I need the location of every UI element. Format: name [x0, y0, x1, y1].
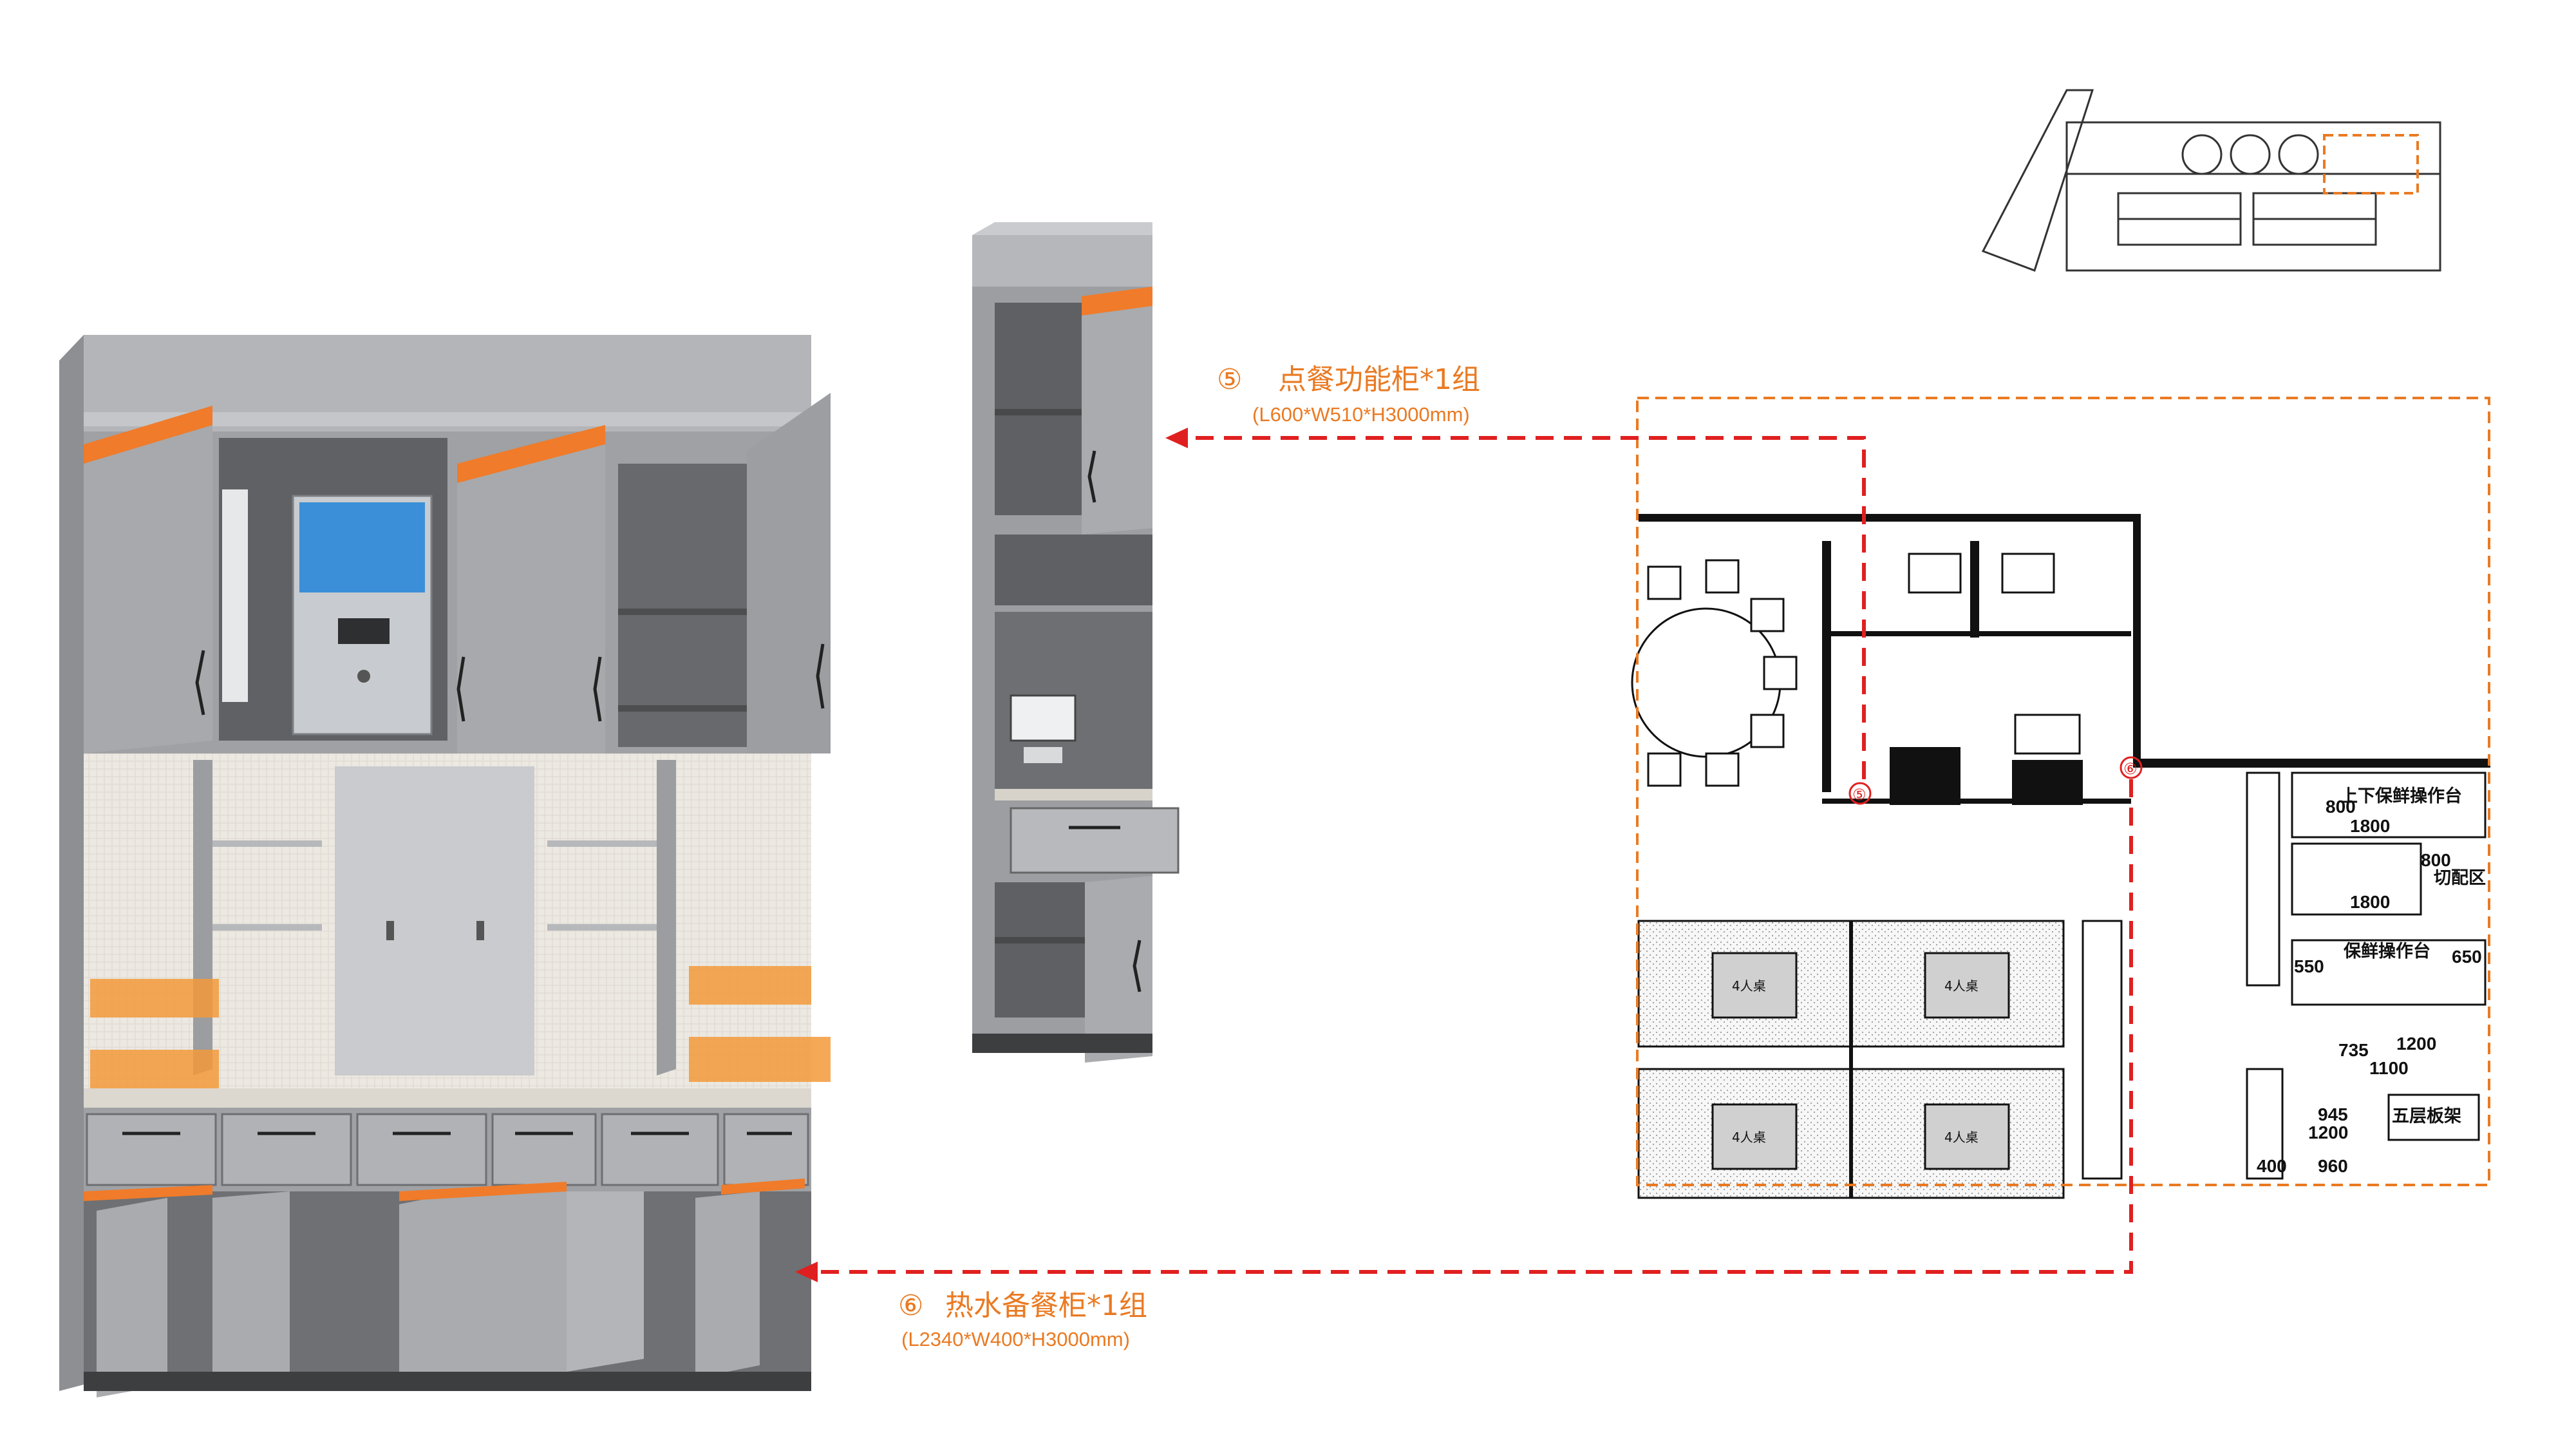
- callout-spec-ordering: (L600*W510*H3000mm): [1252, 403, 1470, 426]
- table-label-3: 4人桌: [1732, 1130, 1766, 1145]
- dim-800b: 800: [2421, 850, 2451, 870]
- dim-945: 945: [2318, 1104, 2348, 1124]
- plan-marker-5: ⑤: [1852, 786, 1866, 804]
- dim-1200b: 1200: [2396, 1034, 2436, 1054]
- mini-plan-highlight: [2323, 134, 2419, 194]
- arrow-head-ordering: [1165, 428, 1188, 448]
- overall-mini-plan: [1981, 89, 2441, 272]
- callout-number-5: ⑤: [1217, 363, 1242, 396]
- callout-number-6: ⑥: [898, 1289, 923, 1322]
- round-table: [1631, 559, 1798, 787]
- dim-1800a: 1800: [2350, 816, 2390, 836]
- detail-plan-frame: [1636, 397, 2490, 1186]
- water-boiler: [292, 495, 433, 735]
- dim-800a: 800: [2326, 797, 2356, 817]
- dim-735: 735: [2338, 1040, 2369, 1060]
- pos-terminal: [1010, 694, 1076, 763]
- prep-table: 保鲜操作台: [2343, 941, 2430, 961]
- ordering-cabinet-render: [972, 222, 1180, 1063]
- dim-1100: 1100: [2369, 1058, 2409, 1078]
- cutting-area: 切配区: [2434, 868, 2486, 888]
- dim-1200a: 1200: [2308, 1122, 2348, 1142]
- orange-trays: [90, 966, 831, 1095]
- upper-door-3: [747, 393, 831, 753]
- callout-title-ordering: 点餐功能柜*1组: [1278, 363, 1480, 396]
- leader-ordering-cabinet: [1185, 436, 1866, 779]
- dim-550: 550: [2294, 956, 2324, 976]
- drawers-row: [86, 1113, 809, 1186]
- plan-marker-6: ⑥: [2123, 760, 2138, 778]
- dim-400: 400: [2257, 1156, 2287, 1176]
- table-label-1: 4人桌: [1732, 978, 1766, 994]
- arrow-head-hot-water: [795, 1262, 818, 1282]
- upper-door-1: [84, 406, 212, 753]
- dim-650: 650: [2452, 947, 2482, 967]
- detail-floor-plan: 4人桌 4人桌 4人桌 4人桌 上下保鲜操作台 1800 切配区 1800 保鲜…: [1631, 514, 2490, 1199]
- leader-hot-water-cabinet: [811, 779, 2133, 1274]
- dim-960: 960: [2318, 1156, 2348, 1176]
- callout-hot-water-cabinet: ⑥ 热水备餐柜*1组 (L2340*W400*H3000mm): [898, 1289, 1147, 1350]
- upper-door-2: [456, 425, 605, 753]
- callout-spec-hot-water: (L2340*W400*H3000mm): [901, 1328, 1130, 1350]
- hot-water-cabinet-render: [59, 335, 831, 1397]
- table-label-4: 4人桌: [1944, 1130, 1979, 1145]
- dim-1800b: 1800: [2350, 892, 2390, 912]
- five-tier-rack: 五层板架: [2392, 1106, 2461, 1126]
- lower-doors: [84, 1179, 805, 1397]
- prep-table-upper-lower: 上下保鲜操作台: [2340, 786, 2462, 806]
- callout-title-hot-water: 热水备餐柜*1组: [945, 1289, 1147, 1322]
- callout-ordering-cabinet: ⑤ 点餐功能柜*1组 (L600*W510*H3000mm): [1217, 363, 1480, 426]
- four-seat-tables: [1637, 920, 2065, 1199]
- table-label-2: 4人桌: [1944, 978, 1979, 994]
- leader-lines: [811, 436, 2133, 1274]
